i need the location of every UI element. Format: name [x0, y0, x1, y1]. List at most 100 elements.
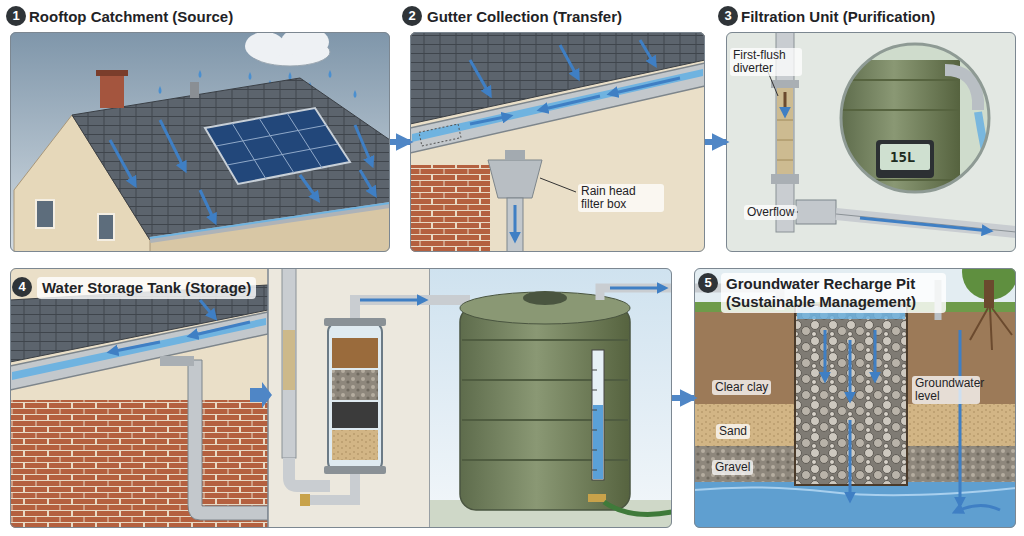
- filter-cylinder: [332, 338, 378, 368]
- pipe-joint: [771, 80, 799, 88]
- wall: [10, 268, 268, 528]
- runoff-arrow: [360, 170, 375, 195]
- infiltration-arrow: [955, 505, 1000, 512]
- storage-tank: [592, 350, 604, 480]
- pipe-bend: [289, 458, 330, 486]
- filter-subpanel: [268, 268, 430, 528]
- solar-panel: [216, 113, 338, 179]
- runoff-arrow: [110, 140, 135, 185]
- flow-connector: [672, 395, 694, 401]
- wall: [410, 32, 705, 252]
- runoff-arrow: [355, 125, 372, 165]
- garden-hose: [604, 502, 672, 514]
- callout-number: 1: [6, 6, 26, 26]
- flow-arrow: [860, 218, 990, 231]
- tree: [984, 280, 994, 308]
- flow-arrow: [200, 300, 215, 318]
- part-label: Groundwater level: [912, 376, 980, 404]
- storage-tank: [592, 370, 597, 470]
- roof-vent: [190, 82, 199, 98]
- eave-gutter: [150, 205, 390, 240]
- tank-inset: [840, 40, 996, 210]
- rain-drops: [354, 90, 357, 98]
- infiltration-arrow: [849, 420, 852, 500]
- part-label: Sand: [716, 424, 750, 439]
- tree: [962, 268, 1016, 350]
- runoff-arrow: [300, 175, 318, 200]
- infiltration-arrow: [959, 330, 962, 505]
- outlet-pipe: [355, 300, 440, 318]
- pipe-joint: [771, 174, 799, 184]
- gutter-channel: [410, 63, 705, 153]
- panel-heading: Filtration Unit (Purification): [741, 8, 935, 26]
- flow-arrow: [190, 322, 250, 336]
- filter-cylinder: [332, 370, 378, 400]
- flow-arrow: [610, 287, 665, 290]
- part-label: First-flush diverter: [730, 48, 802, 76]
- outlet: [505, 150, 525, 160]
- gutter-channel: [10, 312, 268, 390]
- runoff-arrow: [160, 120, 185, 170]
- overflow-pipe: [836, 214, 1016, 232]
- flow-arrow: [470, 40, 680, 124]
- part-label: Overflow: [744, 205, 797, 220]
- tank-inset: [876, 140, 934, 178]
- flow-arrow: [784, 92, 787, 115]
- flow-arrow: [360, 299, 425, 302]
- flow-arrow: [610, 78, 680, 94]
- filter-cylinder: [332, 402, 378, 428]
- chimney-cap: [96, 70, 128, 76]
- rain-drops: [249, 72, 252, 80]
- pipe-joint: [160, 356, 194, 366]
- flow-arrow: [514, 205, 517, 240]
- gutter-guard: [419, 124, 461, 146]
- overflow-pipe: [836, 214, 1016, 232]
- stage-panel: Rooftop Catchment (Source): [10, 32, 390, 252]
- rain-cloud: [281, 32, 329, 57]
- tank-inset: [978, 112, 996, 200]
- step-arrow: [250, 382, 272, 408]
- sky: [430, 268, 672, 528]
- window: [36, 200, 54, 228]
- runoff-arrow: [110, 120, 375, 222]
- tank-inset: [945, 70, 978, 110]
- sky: [10, 32, 390, 252]
- panel-heading: Gutter Collection (Transfer): [427, 8, 622, 26]
- part-label: Rain head filter box: [578, 184, 664, 212]
- gutter-water: [12, 318, 266, 380]
- stage-panel: Water Storage Tank (Storage): [10, 268, 672, 528]
- background: [726, 32, 1016, 252]
- panel-heading: Rooftop Catchment (Source): [29, 8, 233, 26]
- filtration-scene: [726, 32, 1016, 252]
- window: [98, 214, 114, 240]
- storage-tank: [460, 306, 630, 510]
- flow-connector: [390, 139, 410, 145]
- storage-tank: [523, 291, 567, 305]
- flow-arrow: [470, 116, 510, 124]
- filter-cylinder: [324, 318, 386, 474]
- flow-arrow: [540, 96, 600, 110]
- gutter-water: [150, 203, 390, 238]
- rain-cloud: [245, 32, 330, 66]
- gutter-scene: [410, 32, 705, 252]
- filter-cylinder: [328, 322, 382, 472]
- infiltration-arrow: [825, 330, 1000, 512]
- flow-arrow: [110, 342, 160, 352]
- sediment-band: [777, 120, 793, 160]
- rain-cloud: [245, 32, 285, 60]
- chimney: [100, 74, 124, 108]
- groundwater: [694, 482, 1016, 528]
- stage-panel: Gutter Collection (Transfer): [410, 32, 705, 252]
- panel-heading: Water Storage Tank (Storage): [37, 277, 256, 299]
- rain-drops: [289, 72, 292, 80]
- flow-connector: [705, 139, 726, 145]
- storage-scene: [10, 268, 672, 528]
- downpipe: [507, 198, 523, 252]
- gutter-water: [412, 69, 703, 142]
- first-flush-chamber: [283, 330, 295, 390]
- recharge-scene: [694, 268, 1016, 528]
- rain-head-box: [488, 160, 542, 198]
- rain-drops: [159, 86, 162, 94]
